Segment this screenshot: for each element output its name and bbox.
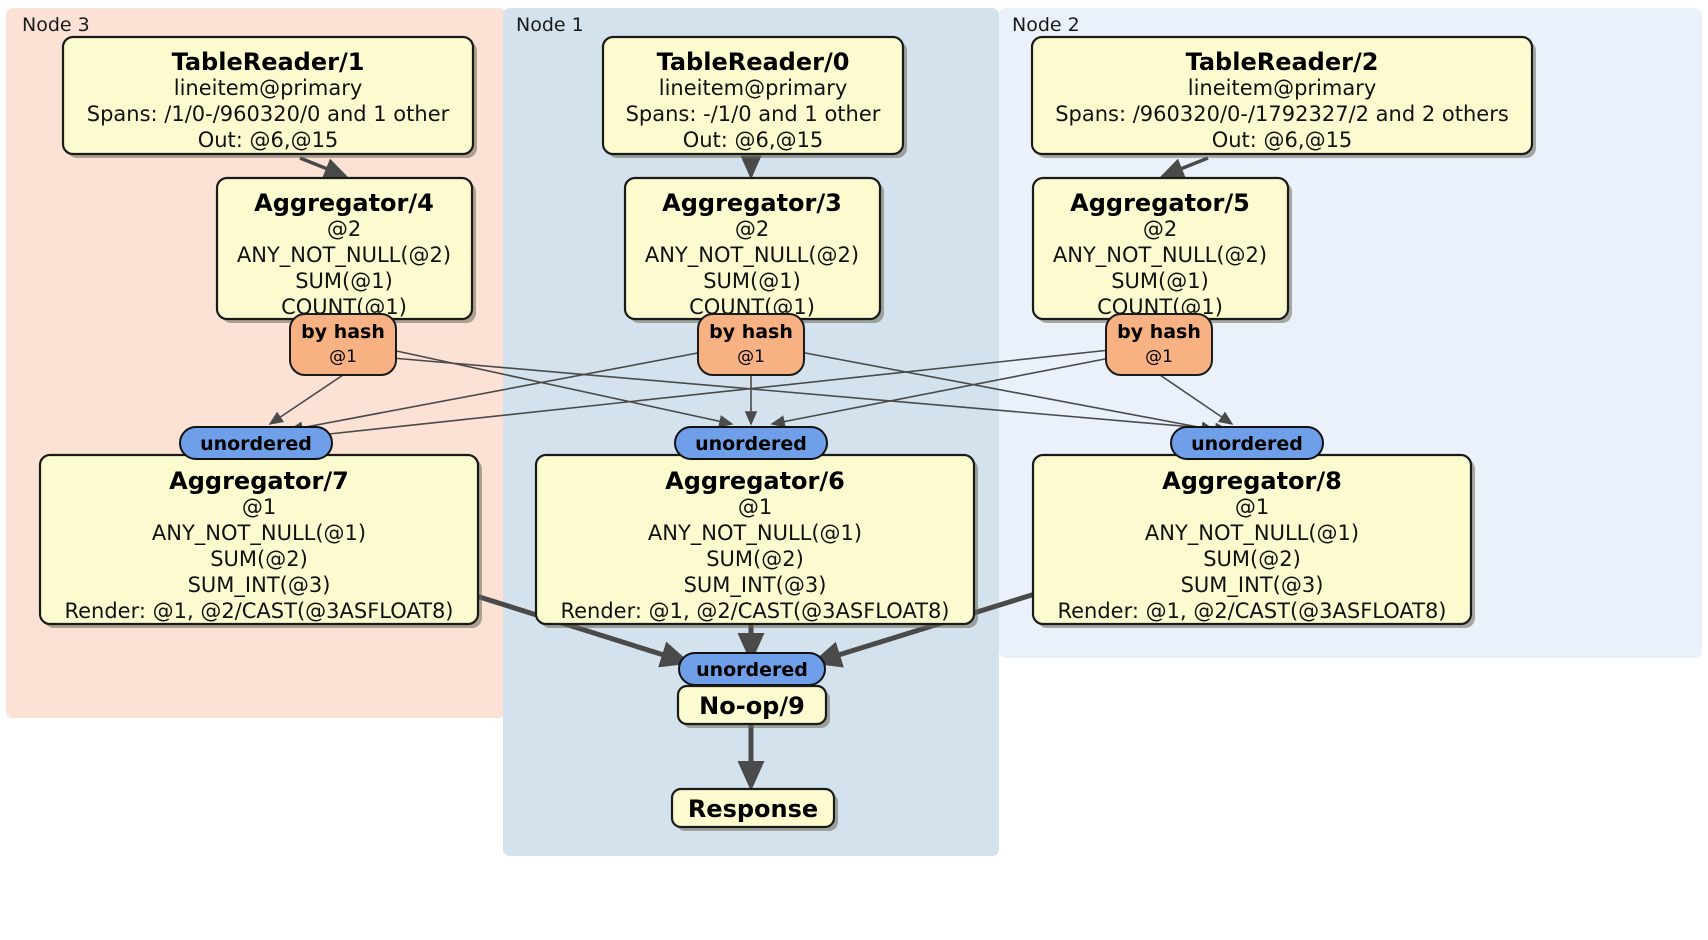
tablereader-2-title: TableReader/2 xyxy=(1186,48,1379,76)
tablereader-1-out: Out: @6,@15 xyxy=(198,128,339,152)
tablereader-0-out: Out: @6,@15 xyxy=(683,128,824,152)
unordered-badge-final[interactable]: unordered xyxy=(678,652,826,686)
edge-hashC-unordR xyxy=(799,351,1216,434)
tablereader-1-box[interactable]: TableReader/1 lineitem@primary Spans: /1… xyxy=(61,35,477,158)
edges-reader-to-agg xyxy=(299,155,1209,180)
aggregator-6-box[interactable]: Aggregator/6 @1 ANY_NOT_NULL(@1) SUM(@2)… xyxy=(534,453,978,628)
aggregator-4-agg2: SUM(@1) xyxy=(295,269,393,293)
by-hash-left-label: by hash xyxy=(301,321,385,343)
by-hash-right-sub: @1 xyxy=(1145,347,1173,367)
tablereader-1-spans: Spans: /1/0-/960320/0 and 1 other xyxy=(87,102,450,126)
aggregator-6-group: @1 xyxy=(738,495,772,519)
edges-shuffle xyxy=(268,349,1234,443)
tablereader-0-spans: Spans: -/1/0 and 1 other xyxy=(626,102,881,126)
tablereader-1-table: lineitem@primary xyxy=(174,76,363,100)
noop-9-title: No-op/9 xyxy=(699,692,805,720)
aggregator-4-title: Aggregator/4 xyxy=(254,189,434,217)
edge-hashR-unordC xyxy=(770,357,1111,428)
aggregator-7-group: @1 xyxy=(242,495,276,519)
by-hash-center-sub: @1 xyxy=(737,347,765,367)
aggregator-3-group: @2 xyxy=(735,217,769,241)
aggregator-7-render: Render: @1, @2/CAST(@3ASFLOAT8) xyxy=(64,599,453,623)
aggregator-5-title: Aggregator/5 xyxy=(1070,189,1250,217)
tablereader-0-title: TableReader/0 xyxy=(657,48,850,76)
aggregator-3-agg1: ANY_NOT_NULL(@2) xyxy=(645,243,859,268)
by-hash-center-label: by hash xyxy=(709,321,793,343)
aggregator-6-title: Aggregator/6 xyxy=(665,467,845,495)
edge-hashR-unordR xyxy=(1159,374,1234,425)
unordered-badge-right[interactable]: unordered xyxy=(1170,426,1324,460)
tablereader-0-box[interactable]: TableReader/0 lineitem@primary Spans: -/… xyxy=(601,35,907,158)
edge-hashL-unordR xyxy=(391,357,1230,436)
panel-node3-label: Node 3 xyxy=(22,14,90,36)
aggregator-5-agg1: ANY_NOT_NULL(@2) xyxy=(1053,243,1267,268)
unordered-left-label: unordered xyxy=(200,433,312,455)
edge-r1-a4 xyxy=(299,156,349,179)
tablereader-0-table: lineitem@primary xyxy=(659,76,848,100)
aggregator-6-agg2: SUM(@2) xyxy=(706,547,804,571)
by-hash-badge-left[interactable]: by hash @1 xyxy=(289,313,397,376)
noop-9-box[interactable]: No-op/9 xyxy=(676,684,830,728)
aggregator-7-title: Aggregator/7 xyxy=(169,467,349,495)
unordered-badge-left[interactable]: unordered xyxy=(179,426,333,460)
aggregator-5-agg2: SUM(@1) xyxy=(1111,269,1209,293)
by-hash-left-sub: @1 xyxy=(329,347,357,367)
aggregator-8-agg2: SUM(@2) xyxy=(1203,547,1301,571)
aggregator-7-box[interactable]: Aggregator/7 @1 ANY_NOT_NULL(@1) SUM(@2)… xyxy=(38,453,482,628)
tablereader-2-box[interactable]: TableReader/2 lineitem@primary Spans: /9… xyxy=(1030,35,1536,158)
tablereader-1-title: TableReader/1 xyxy=(172,48,365,76)
edge-r2-a5 xyxy=(1159,156,1209,179)
edge-hashL-unordL xyxy=(268,374,344,425)
aggregator-6-render: Render: @1, @2/CAST(@3ASFLOAT8) xyxy=(560,599,949,623)
response-box[interactable]: Response xyxy=(670,787,838,831)
unordered-center-label: unordered xyxy=(695,433,807,455)
aggregator-7-agg2: SUM(@2) xyxy=(210,547,308,571)
aggregator-3-agg2: SUM(@1) xyxy=(703,269,801,293)
aggregator-4-box[interactable]: Aggregator/4 @2 ANY_NOT_NULL(@2) SUM(@1)… xyxy=(215,176,476,323)
by-hash-badge-center[interactable]: by hash @1 xyxy=(697,313,805,376)
unordered-final-label: unordered xyxy=(696,659,808,681)
response-title: Response xyxy=(688,795,818,823)
aggregator-3-box[interactable]: Aggregator/3 @2 ANY_NOT_NULL(@2) SUM(@1)… xyxy=(623,176,884,323)
aggregator-5-group: @2 xyxy=(1143,217,1177,241)
aggregator-5-box[interactable]: Aggregator/5 @2 ANY_NOT_NULL(@2) SUM(@1)… xyxy=(1031,176,1292,323)
aggregator-6-agg3: SUM_INT(@3) xyxy=(684,573,827,598)
by-hash-right-label: by hash xyxy=(1117,321,1201,343)
tablereader-2-out: Out: @6,@15 xyxy=(1212,128,1353,152)
aggregator-8-agg1: ANY_NOT_NULL(@1) xyxy=(1145,521,1359,546)
aggregator-8-agg3: SUM_INT(@3) xyxy=(1181,573,1324,598)
edge-hashC-unordL xyxy=(288,351,704,434)
panel-node2-label: Node 2 xyxy=(1012,14,1080,36)
unordered-badge-center[interactable]: unordered xyxy=(674,426,828,460)
aggregator-7-agg3: SUM_INT(@3) xyxy=(188,573,331,598)
aggregator-3-title: Aggregator/3 xyxy=(662,189,842,217)
aggregator-7-agg1: ANY_NOT_NULL(@1) xyxy=(152,521,366,546)
aggregator-8-box[interactable]: Aggregator/8 @1 ANY_NOT_NULL(@1) SUM(@2)… xyxy=(1031,453,1475,628)
tablereader-2-spans: Spans: /960320/0-/1792327/2 and 2 others xyxy=(1055,102,1509,126)
panel-node1-label: Node 1 xyxy=(516,14,584,36)
aggregator-4-group: @2 xyxy=(327,217,361,241)
edge-hashR-unordL xyxy=(290,349,1111,443)
aggregator-8-group: @1 xyxy=(1235,495,1269,519)
aggregator-4-agg1: ANY_NOT_NULL(@2) xyxy=(237,243,451,268)
tablereader-2-table: lineitem@primary xyxy=(1188,76,1377,100)
by-hash-badge-right[interactable]: by hash @1 xyxy=(1105,313,1213,376)
unordered-right-label: unordered xyxy=(1191,433,1303,455)
aggregator-8-render: Render: @1, @2/CAST(@3ASFLOAT8) xyxy=(1057,599,1446,623)
aggregator-6-agg1: ANY_NOT_NULL(@1) xyxy=(648,521,862,546)
aggregator-8-title: Aggregator/8 xyxy=(1162,467,1342,495)
